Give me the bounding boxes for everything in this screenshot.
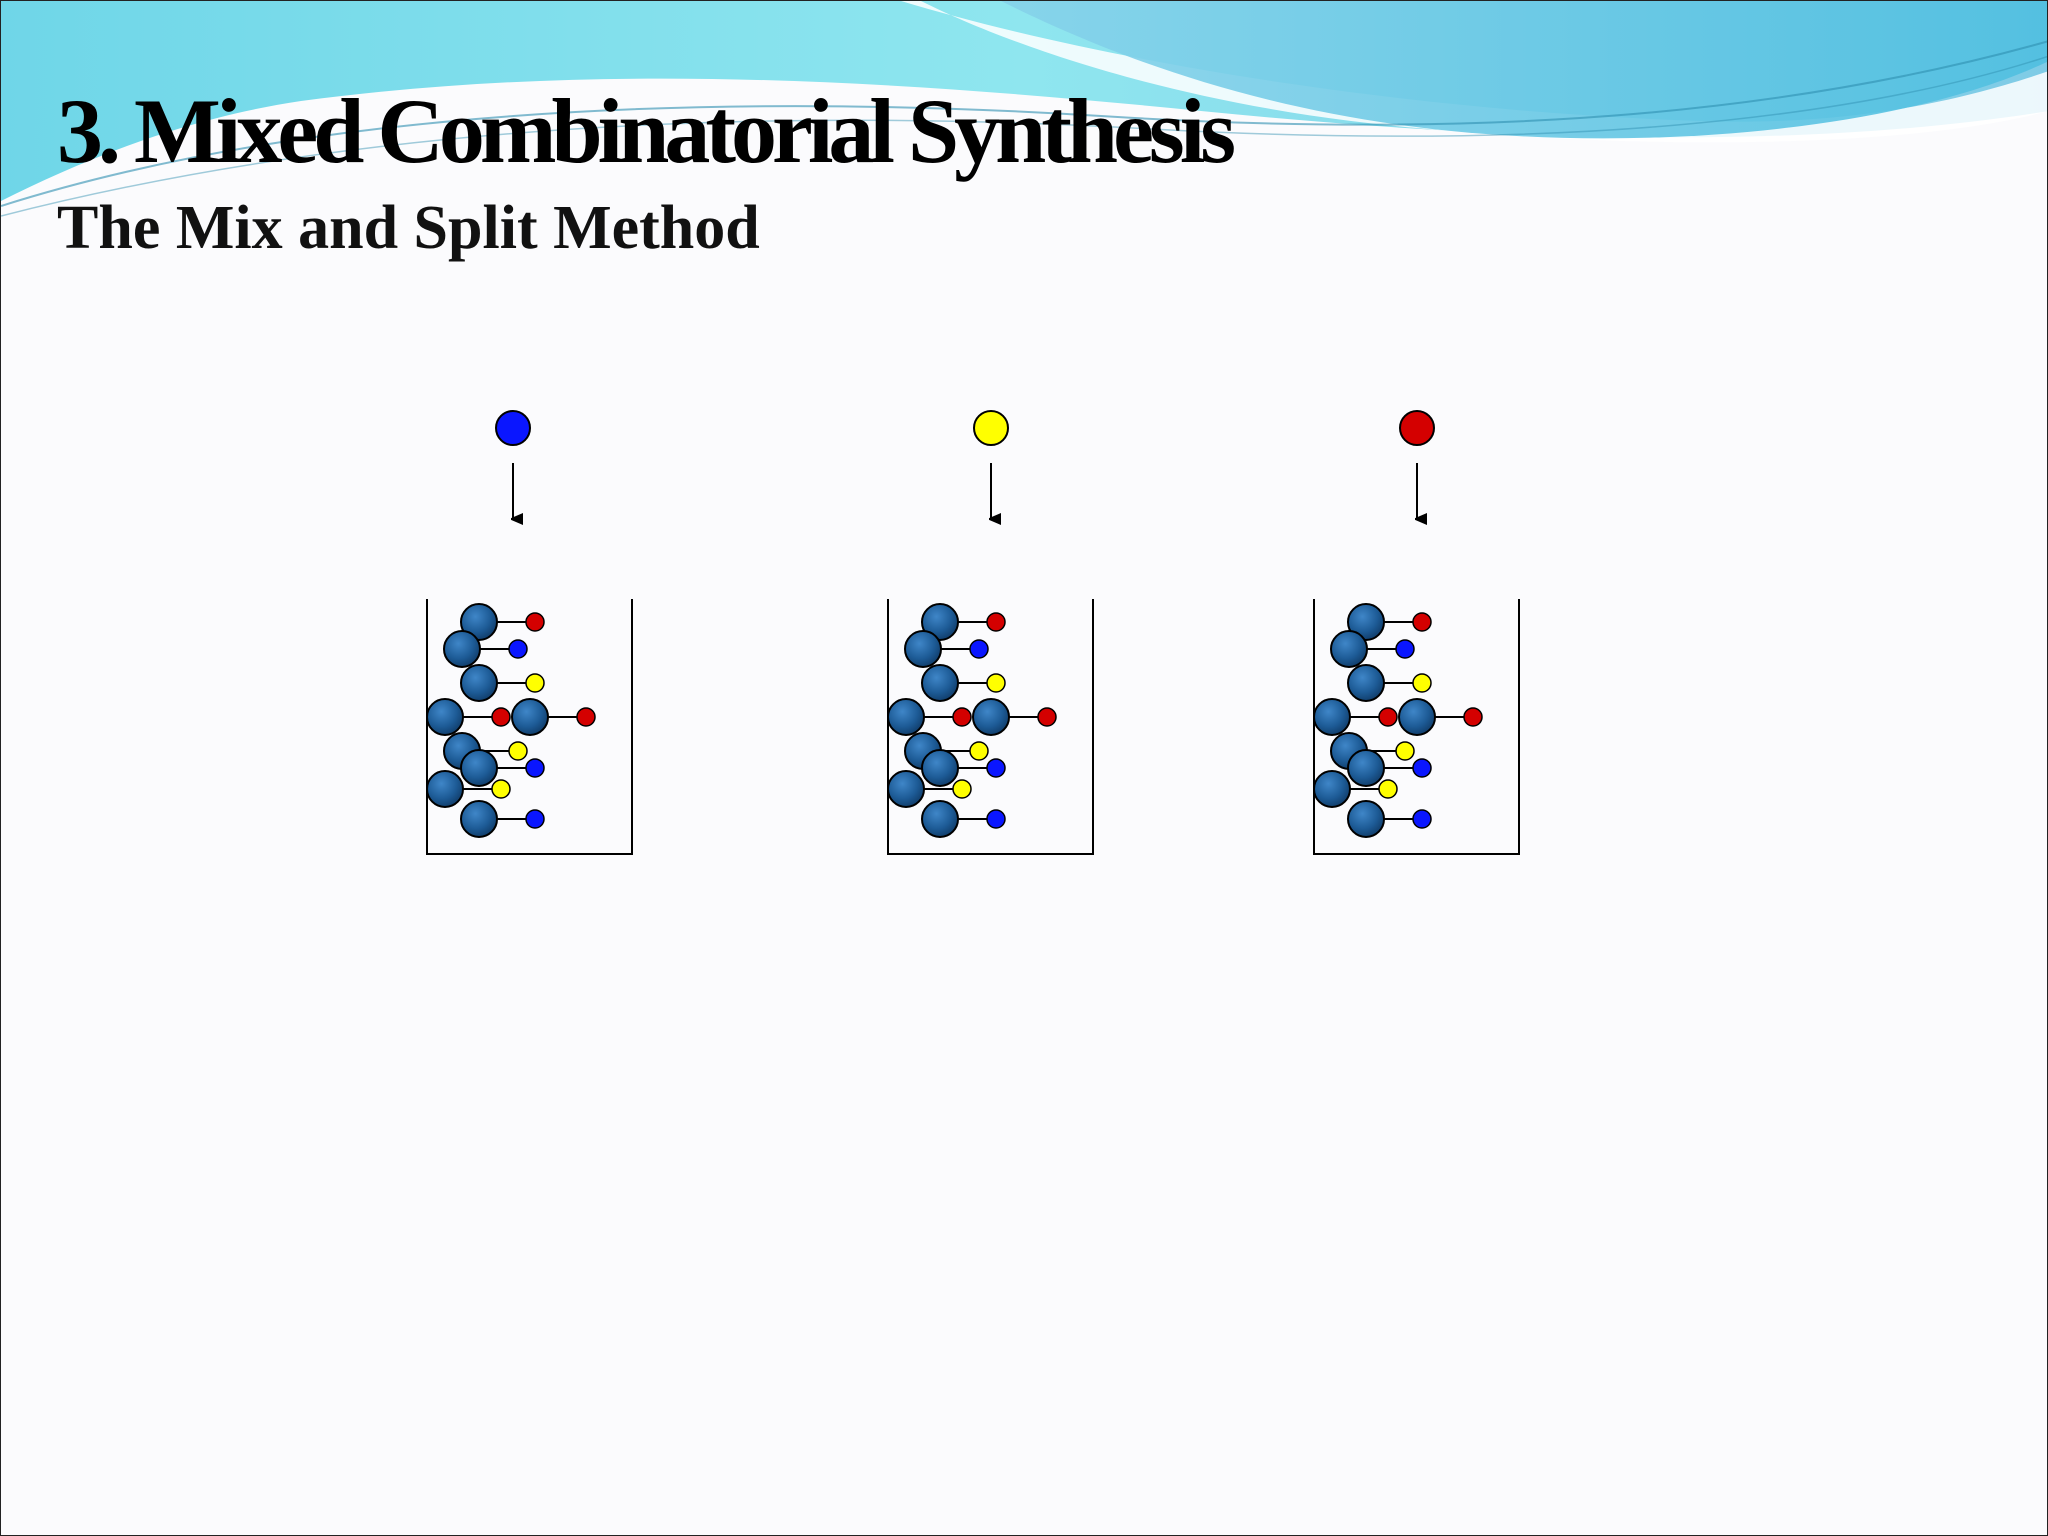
resin-bead bbox=[1313, 698, 1351, 736]
resin-bead bbox=[443, 630, 481, 668]
attached-yellow-unit bbox=[952, 779, 972, 799]
resin-bead bbox=[460, 603, 498, 641]
resin-bead bbox=[904, 630, 942, 668]
attached-blue-unit bbox=[1412, 809, 1432, 829]
attached-yellow-unit bbox=[508, 741, 528, 761]
resin-bead bbox=[1347, 603, 1385, 641]
resin-bead bbox=[921, 664, 959, 702]
attached-red-unit bbox=[1037, 707, 1057, 727]
attached-yellow-unit bbox=[491, 779, 511, 799]
attached-yellow-unit bbox=[1378, 779, 1398, 799]
attached-blue-unit bbox=[525, 809, 545, 829]
attached-blue-unit bbox=[508, 639, 528, 659]
attached-yellow-unit bbox=[969, 741, 989, 761]
attached-red-unit bbox=[1378, 707, 1398, 727]
attached-red-unit bbox=[576, 707, 596, 727]
vessel-1 bbox=[426, 599, 633, 855]
resin-bead bbox=[426, 770, 464, 808]
attached-yellow-unit bbox=[525, 673, 545, 693]
resin-bead bbox=[1347, 664, 1385, 702]
attached-red-unit bbox=[491, 707, 511, 727]
attached-blue-unit bbox=[1412, 758, 1432, 778]
wave-line-2 bbox=[1, 55, 2047, 217]
resin-bead bbox=[972, 698, 1010, 736]
slide-title: 3. Mixed Combinatorial Synthesis bbox=[57, 80, 1236, 182]
resin-bead bbox=[460, 749, 498, 787]
resin-bead bbox=[1398, 698, 1436, 736]
attached-red-unit bbox=[986, 612, 1006, 632]
resin-bead bbox=[460, 800, 498, 838]
wave-line-1 bbox=[1, 40, 2047, 207]
resin-bead bbox=[511, 698, 549, 736]
reagent-blue-bead bbox=[495, 410, 531, 446]
attached-blue-unit bbox=[969, 639, 989, 659]
vessel-3 bbox=[1313, 599, 1520, 855]
attached-red-unit bbox=[1412, 612, 1432, 632]
resin-bead bbox=[426, 698, 464, 736]
resin-bead bbox=[460, 664, 498, 702]
attached-blue-unit bbox=[525, 758, 545, 778]
resin-bead bbox=[1347, 800, 1385, 838]
reagent-red-bead bbox=[1399, 410, 1435, 446]
resin-bead bbox=[921, 603, 959, 641]
wave-right bbox=[1001, 1, 2047, 139]
resin-bead bbox=[1313, 770, 1351, 808]
attached-yellow-unit bbox=[1412, 673, 1432, 693]
reagent-yellow-bead bbox=[973, 410, 1009, 446]
resin-bead bbox=[921, 800, 959, 838]
attached-blue-unit bbox=[986, 758, 1006, 778]
attached-yellow-unit bbox=[1395, 741, 1415, 761]
attached-blue-unit bbox=[1395, 639, 1415, 659]
attached-red-unit bbox=[1463, 707, 1483, 727]
resin-bead bbox=[921, 749, 959, 787]
attached-blue-unit bbox=[986, 809, 1006, 829]
attached-red-unit bbox=[952, 707, 972, 727]
resin-bead bbox=[1347, 749, 1385, 787]
resin-bead bbox=[887, 698, 925, 736]
wave-banner bbox=[1, 1, 2047, 217]
slide-subtitle: The Mix and Split Method bbox=[57, 194, 760, 262]
attached-red-unit bbox=[525, 612, 545, 632]
resin-bead bbox=[887, 770, 925, 808]
vessel-2 bbox=[887, 599, 1094, 855]
resin-bead bbox=[1330, 630, 1368, 668]
attached-yellow-unit bbox=[986, 673, 1006, 693]
